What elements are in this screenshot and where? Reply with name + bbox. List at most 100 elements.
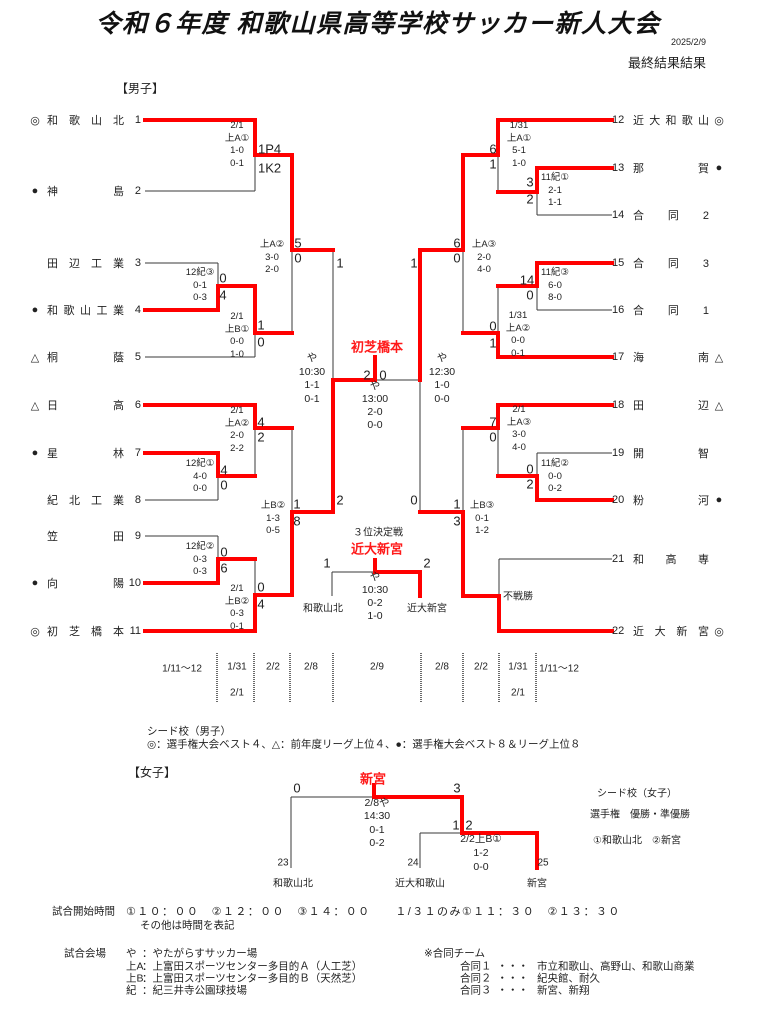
second-half-score: 1-0 — [512, 157, 526, 169]
team-name: 日高 — [47, 400, 124, 412]
second-half-score: 0-1 — [230, 157, 244, 169]
girls-semi-details: 2/2上B① 1-2 0-0 — [460, 832, 502, 874]
second-half-score: 0-3 — [193, 566, 207, 577]
seed-mark: △ — [714, 399, 724, 412]
score-top: 1 — [257, 317, 265, 333]
first-half-score: 2-1 — [548, 184, 562, 196]
first-half-score: 0-2 — [367, 597, 383, 609]
score-top: 0 — [526, 461, 534, 477]
first-half-score: 0-0 — [230, 336, 244, 347]
third-place-score-right: 2 — [423, 555, 431, 571]
score-bottom: 1 — [489, 335, 497, 351]
third-place-score-left: 1 — [323, 555, 331, 571]
venue-code: や — [126, 947, 137, 960]
third-place-details: や 10:30 0-2 1-0 — [362, 571, 388, 623]
second-half-score: 2-2 — [230, 442, 244, 454]
joint-team-name: 合同１ — [460, 960, 492, 973]
score-bottom: 0 — [294, 250, 302, 266]
match-details: 1/31 上A① 5-1 1-0 — [507, 120, 531, 170]
match-venue: 12紀② — [185, 541, 215, 552]
second-half-score: 0-1 — [230, 620, 244, 632]
match-details: 上A② 3-0 2-0 — [260, 239, 284, 277]
venue-code: 上B — [126, 972, 144, 985]
girls-champion: 新宮 — [359, 771, 387, 787]
seed-mark: △ — [30, 351, 40, 364]
score-top: 1 — [336, 255, 344, 271]
girls-final-score-left: 0 — [293, 780, 301, 796]
second-half-score: 1-1 — [548, 197, 562, 208]
match-details: 11紀① 2-1 1-1 — [541, 172, 569, 210]
page-title: 令和６年度 和歌山県高等学校サッカー新人大会 — [95, 10, 661, 38]
match-venue: や — [306, 352, 318, 364]
third-place-right-team: 近大新宮 — [407, 603, 447, 615]
score-top: 3 — [526, 174, 534, 190]
team-name: 星林 — [47, 448, 124, 460]
walkover-note: 不戦勝 — [503, 591, 533, 603]
girls-seed-legend-title: シード校（女子） — [597, 788, 677, 800]
second-half-score: 0-1 — [511, 347, 525, 359]
boys-section-label: 【男子】 — [116, 81, 165, 96]
score-top: 1P4 — [258, 141, 282, 157]
team-number: 3 — [134, 257, 141, 269]
team-number: 8 — [134, 494, 141, 506]
match-date: 2/1 — [512, 404, 526, 415]
result-status: 最終結果結果 — [627, 55, 706, 71]
team-name: 海南 — [633, 352, 709, 364]
first-half-score: 6-0 — [548, 279, 562, 291]
match-time: 13:00 — [361, 393, 389, 405]
girls-final-score-right: 3 — [453, 780, 461, 796]
second-half-score: 0-3 — [193, 292, 207, 303]
boys-seed-legend-title: シード校（男子） — [147, 725, 231, 738]
team-number: 21 — [612, 553, 625, 565]
joint-team-name: 合同２ — [460, 972, 492, 985]
score-bottom: 3 — [453, 513, 461, 529]
score-top: 0 — [489, 318, 497, 334]
first-half-score: 1-0 — [434, 379, 450, 391]
score-bottom: 2 — [336, 492, 344, 508]
seed-mark: ◎ — [30, 114, 40, 127]
match-details: 上B② 1-3 0-5 — [261, 500, 285, 538]
start-times: ①１０：００ ②１２：００ ③１４：００ １/３１のみ①１１：３０ ②１３：３０ — [126, 906, 621, 918]
first-half-score: 0-1 — [193, 279, 207, 291]
team-name: 紀北工業 — [47, 495, 124, 507]
score-top: 7 — [489, 414, 497, 430]
first-half-score: 5-1 — [512, 145, 526, 156]
match-venue: 11紀① — [541, 172, 569, 183]
second-half-score: 1-2 — [475, 525, 489, 536]
match-venue: 上A① — [224, 132, 250, 144]
match-venue: 12紀③ — [185, 267, 215, 278]
match-time: 14:30 — [363, 810, 391, 823]
venue-code: 上A — [126, 960, 144, 973]
first-half-score: 0-3 — [193, 553, 207, 565]
seed-mark: ● — [31, 304, 39, 316]
venue-label: 試合会場 — [64, 947, 106, 960]
match-venue: 上B② — [260, 500, 286, 511]
girls-semi-score-left: 1 — [452, 817, 460, 833]
match-venue: 11紀③ — [541, 267, 569, 278]
first-half-score: 1-3 — [266, 512, 280, 524]
team-name: 田辺工業 — [47, 258, 124, 270]
first-half-score: 4-0 — [193, 470, 207, 482]
team-name: 初芝橋本 — [47, 626, 124, 638]
score-top: 5 — [294, 235, 302, 251]
team-number: 14 — [612, 209, 625, 221]
team-name: 近大和歌山 — [633, 115, 709, 127]
second-half-score: 0-0 — [193, 483, 207, 494]
team-number: 13 — [612, 162, 625, 174]
first-half-score: 2-0 — [230, 430, 244, 441]
second-half-score: 2-0 — [265, 264, 279, 275]
score-bottom: 0 — [453, 250, 461, 266]
score-top: 0 — [220, 544, 228, 560]
match-details: 上B③ 0-1 1-2 — [470, 500, 494, 538]
first-half-score: 3-0 — [265, 251, 279, 263]
